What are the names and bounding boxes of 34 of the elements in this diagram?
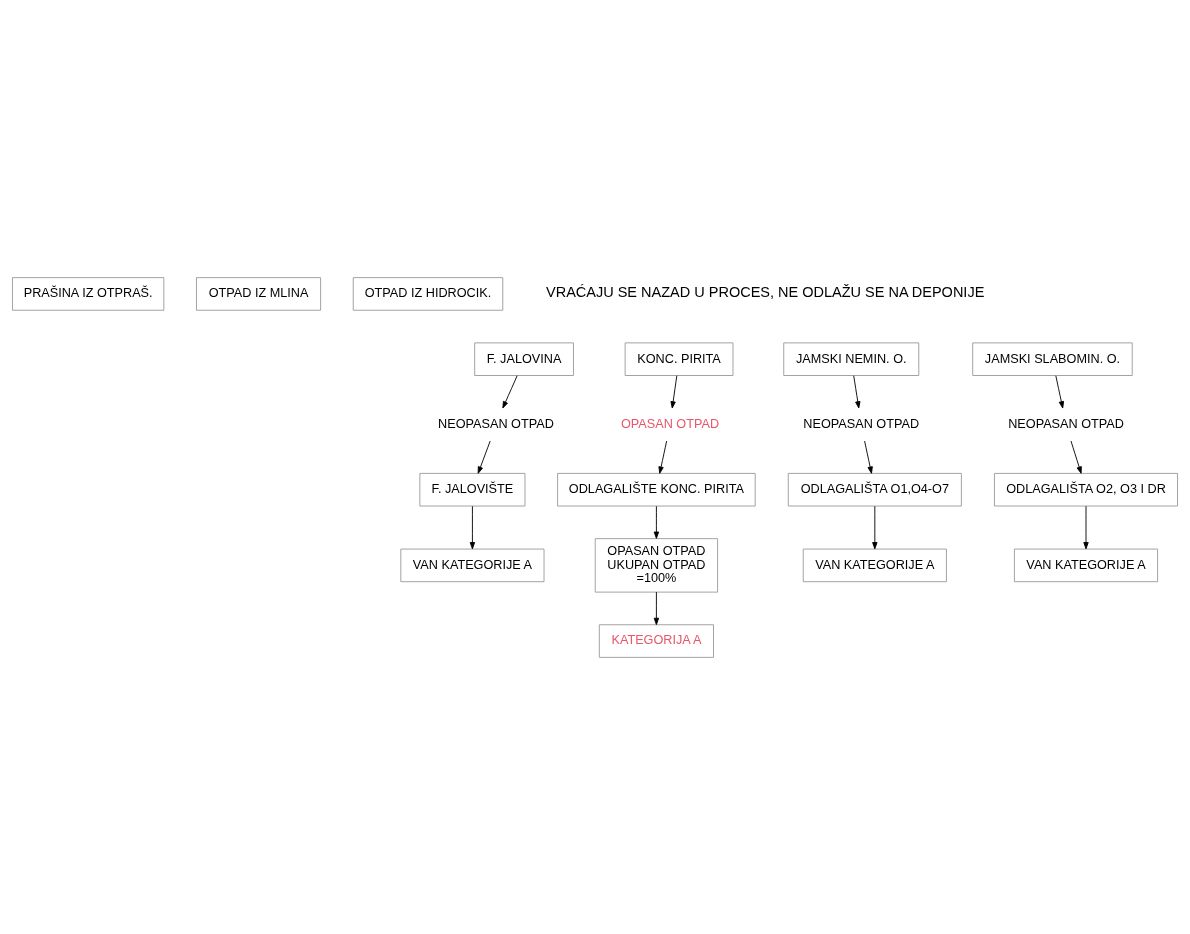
node-text: NEOPASAN OTPAD (438, 416, 554, 431)
arrow (853, 374, 861, 408)
node-box: F. JALOVINA (474, 341, 574, 376)
arrow (670, 374, 678, 408)
node-box: ODLAGALIŠTE KONC. PIRITA (557, 472, 756, 506)
arrow (1055, 374, 1065, 408)
node-box: VAN KATEGORIJE A (400, 548, 545, 582)
node-box: OTPAD IZ MLINA (196, 276, 322, 311)
node-box: KONC. PIRITA (624, 341, 734, 376)
arrow (502, 374, 518, 408)
node-box: JAMSKI SLABOMIN. O. (972, 341, 1133, 376)
node-box: KATEGORIJA A (598, 623, 714, 658)
arrow (864, 440, 873, 474)
node-text: NEOPASAN OTPAD (803, 416, 920, 431)
arrow (1070, 440, 1082, 474)
node-box: VAN KATEGORIJE A (1013, 548, 1159, 582)
node-text: OPASAN OTPAD (620, 416, 720, 431)
arrow (1083, 505, 1089, 549)
node-box: VAN KATEGORIJE A (802, 548, 947, 582)
arrow (469, 505, 476, 549)
arrow (872, 505, 878, 549)
arrow (658, 440, 668, 474)
node-box: F. JALOVIŠTE (419, 472, 526, 506)
node-text: NEOPASAN OTPAD (1008, 416, 1124, 431)
node-box: OTPAD IZ HIDROCIK. (352, 276, 504, 311)
arrow (653, 591, 660, 625)
arrow (653, 505, 660, 539)
node-box: ODLAGALIŠTA O2, O3 I DR (994, 472, 1178, 506)
label: VRAĆAJU SE NAZAD U PROCES, NE ODLAŽU SE NA DEPONIJE (546, 283, 985, 300)
node-box: OPASAN OTPAD UKUPAN OTPAD =100% (594, 537, 719, 593)
node-box: JAMSKI NEMIN. O. (783, 341, 920, 376)
arrow (477, 440, 491, 474)
node-box: PRAŠINA IZ OTPRAŠ. (12, 276, 165, 311)
node-box: ODLAGALIŠTA O1,O4-O7 (787, 472, 962, 506)
